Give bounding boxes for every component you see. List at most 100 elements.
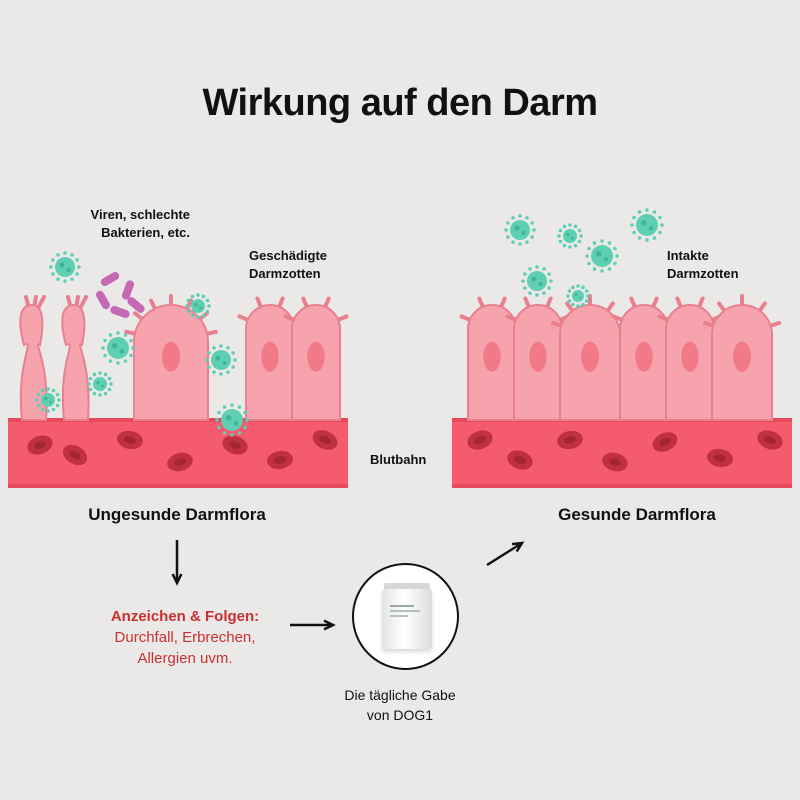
virus-spike [568, 223, 572, 227]
virus-spike [549, 279, 553, 283]
red-blood-cell-center [564, 436, 576, 444]
arrow-shaft [486, 541, 523, 567]
virus-spike [585, 254, 589, 258]
virus [87, 371, 113, 397]
virus-spike [92, 372, 97, 377]
virus-spike [637, 210, 642, 214]
red-blood-cell-center [319, 435, 331, 445]
virus-body [221, 409, 243, 431]
virus [504, 214, 536, 246]
virus-body [510, 220, 530, 240]
virus-body [191, 299, 205, 313]
arrow-head [511, 541, 525, 553]
virus-spike [243, 410, 247, 415]
virus-spike [196, 293, 200, 297]
virus-spike [587, 261, 591, 266]
virus-spike [46, 409, 50, 413]
virus-spot [96, 380, 100, 385]
intact-villi-label-line-2: Darmzotten [667, 266, 739, 281]
page-title: Wirkung auf den Darm [202, 82, 598, 124]
virus-spike [219, 372, 223, 376]
virus-spike [233, 358, 237, 362]
virus-spot [119, 349, 125, 354]
virus-spike [51, 272, 55, 276]
virus-spot [215, 355, 221, 361]
virus-spike [57, 398, 61, 402]
blood-band [8, 418, 348, 488]
virus-spike [237, 431, 242, 435]
virus-spike [92, 391, 97, 396]
virus-spike [521, 279, 525, 283]
virus-spot [199, 306, 202, 310]
virus-spike [231, 365, 235, 369]
virus-spike [55, 403, 60, 408]
virus-spike [63, 279, 67, 283]
virus-spike [615, 254, 619, 258]
virus-spike [525, 240, 529, 244]
pathogens-label-line-1: Viren, schlechte [90, 207, 190, 222]
virus-spike [637, 236, 642, 240]
virus-spike [576, 284, 580, 288]
villus-nucleus [733, 341, 751, 372]
intact-villi-label-line-1: Intakte [667, 248, 709, 263]
virus-spike [587, 246, 591, 251]
virus [205, 344, 237, 376]
virus-spike [632, 215, 636, 220]
virus-spike [55, 392, 60, 397]
arrow-up-to-healthy [486, 541, 525, 567]
virus-spike [525, 216, 529, 220]
virus-spike [652, 210, 657, 214]
virus-spike [40, 407, 45, 412]
virus-spike [103, 391, 108, 396]
virus-body [563, 229, 577, 243]
blood-band-edge [8, 484, 348, 488]
virus-body [211, 350, 231, 370]
virus [566, 284, 590, 308]
red-blood-cell-center [764, 436, 776, 444]
virus-spot [222, 361, 227, 365]
virus-spike [581, 285, 585, 290]
bacterium [100, 272, 120, 286]
virus [35, 387, 61, 413]
blood-band-right [452, 418, 792, 488]
virus-spike [131, 346, 135, 350]
damaged-villi-label: Geschädigte Darmzotten [249, 247, 327, 283]
virus-spike [185, 304, 189, 308]
virus-spike [123, 359, 128, 363]
virus-spike [87, 382, 91, 386]
virus-spike [51, 388, 56, 393]
virus-spike [523, 286, 527, 290]
virus-spike [205, 358, 209, 362]
virus-body [55, 257, 75, 277]
virus-spike [230, 403, 234, 407]
virus-spike [557, 234, 561, 238]
virus-spike [584, 299, 589, 303]
virus-spike [660, 223, 664, 227]
villus-damaged-1 [19, 295, 48, 421]
virus-spot [521, 231, 526, 235]
virus-spike [108, 333, 113, 337]
virus-spike [511, 240, 515, 244]
virus-spike [186, 309, 191, 314]
villus-nucleus [529, 341, 547, 372]
signs-heading: Anzeichen & Folgen: [110, 608, 260, 625]
virus-spot [640, 220, 647, 226]
bacterium [110, 305, 130, 319]
virus-spike [567, 289, 572, 293]
virus-spike [581, 302, 585, 307]
virus-spike [592, 241, 597, 245]
virus-spike [245, 418, 249, 422]
virus-spot [538, 282, 543, 286]
arrow-right-to-product [290, 619, 336, 631]
red-blood-cell-center [714, 454, 726, 462]
product-caption-line-2: von DOG1 [366, 707, 434, 723]
virus-spike [586, 294, 590, 298]
virus [49, 251, 81, 283]
villus-body-damaged [19, 303, 48, 421]
virus-spike [568, 245, 572, 249]
virus-spike [566, 294, 570, 298]
virus-spot [49, 400, 52, 404]
product-caption: Die tägliche Gabe von DOG1 [320, 685, 480, 725]
virus-spike [506, 221, 510, 225]
virus-spike [186, 298, 191, 303]
